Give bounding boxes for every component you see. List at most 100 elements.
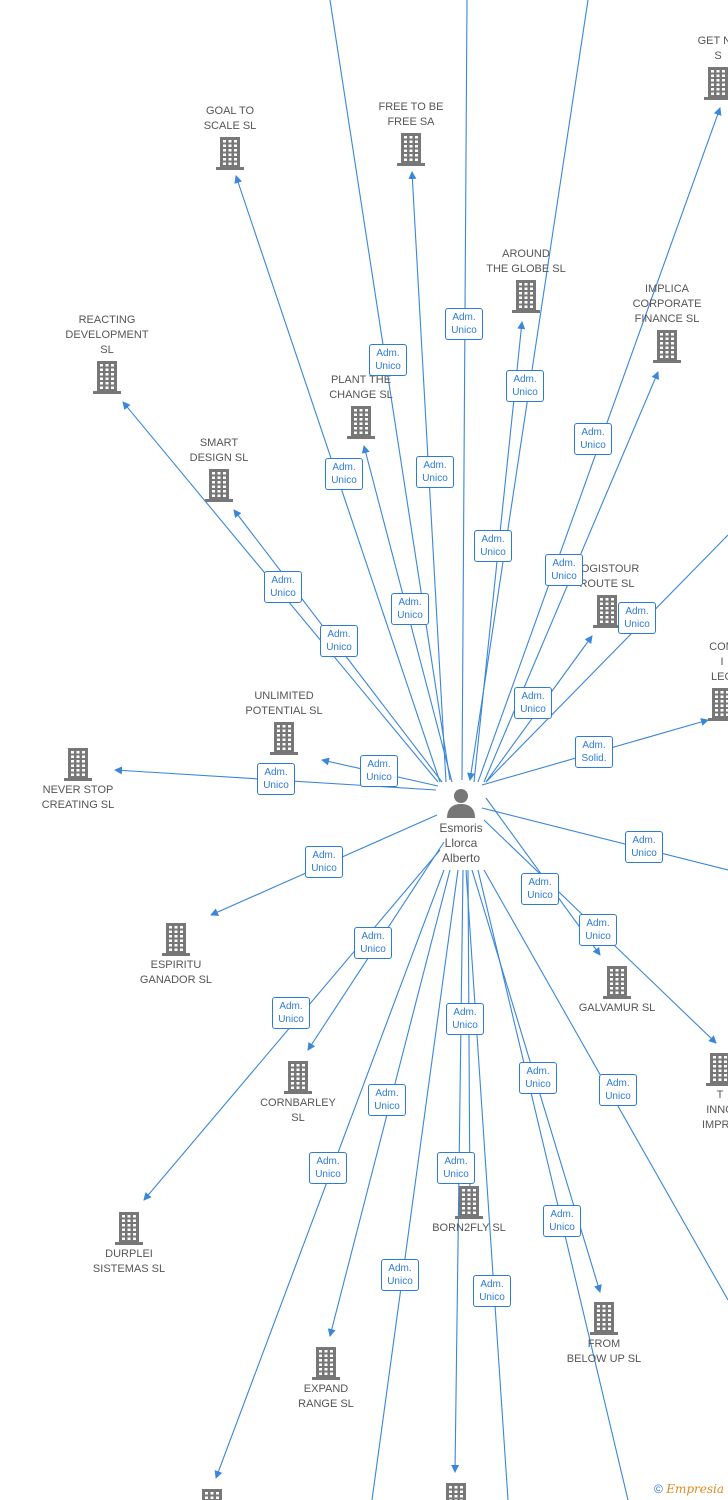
role-badge[interactable]: Adm. Unico [325,458,363,490]
company-node-smart[interactable]: SMART DESIGN SL [159,436,279,504]
role-badge[interactable]: Adm. Unico [272,997,310,1029]
edge-line [481,807,728,871]
company-node-implica[interactable]: IMPLICA CORPORATE FINANCE SL [607,282,727,365]
role-badge[interactable]: Adm. Unico [309,1152,347,1184]
building-icon [397,133,425,166]
building-icon [216,137,244,170]
role-badge[interactable]: Adm. Unico [473,1275,511,1307]
company-name: NEVER STOP CREATING SL [41,784,115,811]
building-icon [704,67,728,100]
building-icon [603,966,631,999]
building-icon [653,330,681,363]
company-node-com[interactable]: COM I LEG [662,640,728,723]
company-name: FREE TO BE FREE SA [378,101,444,128]
role-badge[interactable]: Adm. Unico [543,1205,581,1237]
role-badge[interactable]: Adm. Unico [437,1152,475,1184]
role-badge[interactable]: Adm. Unico [521,873,559,905]
company-node-logistour[interactable]: LOGISTOUR ROUTE SL [547,562,667,630]
company-name: EXPAND RANGE SL [298,1383,354,1410]
role-badge[interactable]: Adm. Unico [360,755,398,787]
edge-line [461,0,468,781]
company-node-free[interactable]: FREE TO BE FREE SA [351,100,471,168]
role-badge[interactable]: Adm. Unico [618,602,656,634]
role-badge[interactable]: Adm. Unico [574,423,612,455]
building-icon [202,1489,222,1500]
role-badge[interactable]: Adm. Unico [354,927,392,959]
building-icon [205,469,233,502]
company-name: ESPIRITU GANADOR SL [139,959,213,986]
building-icon [455,1186,483,1219]
company-node-never[interactable]: NEVER STOP CREATING SL [18,745,138,813]
company-name: LOGISTOUR ROUTE SL [574,563,640,590]
edge-line [477,869,629,1500]
company-name: DURPLEI SISTEMAS SL [92,1248,166,1275]
company-name: COM I LEG [709,641,728,683]
company-node-innov[interactable]: T INNO IMPRO [660,1050,728,1133]
role-badge[interactable]: Adm. Unico [305,846,343,878]
building-icon [284,1061,312,1094]
person-node[interactable]: Esmoris Llorca Alberto [421,785,501,866]
building-icon [312,1347,340,1380]
building-icon [512,280,540,313]
company-node-cornbarley[interactable]: CORNBARLEY SL [238,1058,358,1126]
company-name: PLANT THE CHANGE SL [329,374,393,401]
role-badge[interactable]: Adm. Unico [257,763,295,795]
role-badge[interactable]: Adm. Unico [320,625,358,657]
role-badge[interactable]: Adm. Unico [446,1003,484,1035]
company-name: UNLIMITED POTENTIAL SL [245,690,323,717]
role-badge[interactable]: Adm. Unico [514,687,552,719]
role-badge[interactable]: Adm. Unico [599,1074,637,1106]
building-icon [590,1302,618,1335]
company-name: CORNBARLEY SL [260,1097,336,1124]
company-name: BORN2FLY SL [432,1222,506,1234]
role-badge[interactable]: Adm. Solid. [575,736,613,768]
building-icon [115,1212,143,1245]
role-badge[interactable]: Adm. Unico [381,1259,419,1291]
building-icon [270,722,298,755]
role-badge[interactable]: Adm. Unico [579,914,617,946]
role-badge[interactable]: Adm. Unico [445,308,483,340]
building-icon [347,406,375,439]
role-badge[interactable]: Adm. Unico [545,554,583,586]
building-icon [446,1483,466,1500]
company-name: REACTING DEVELOPMENT SL [65,314,149,356]
company-node-frombelow[interactable]: FROM BELOW UP SL [544,1299,664,1367]
building-icon [706,1053,728,1086]
company-node-goal[interactable]: GOAL TO SCALE SL [170,104,290,172]
building-icon [93,361,121,394]
company-node-reacting[interactable]: REACTING DEVELOPMENT SL [47,313,167,396]
role-badge[interactable]: Adm. Unico [368,1084,406,1116]
company-name: IMPLICA CORPORATE FINANCE SL [632,283,702,325]
role-badge[interactable]: Adm. Unico [369,344,407,376]
company-node-expand[interactable]: EXPAND RANGE SL [266,1344,386,1412]
role-badge[interactable]: Adm. Unico [264,571,302,603]
company-node-espiritu[interactable]: ESPIRITU GANADOR SL [116,920,236,988]
role-badge[interactable]: Adm. Unico [519,1062,557,1094]
building-icon [708,688,728,721]
brand-logo: Empresia [666,1482,724,1496]
role-badge[interactable]: Adm. Unico [416,456,454,488]
building-icon [593,595,621,628]
role-badge[interactable]: Adm. Unico [625,831,663,863]
company-node-getna[interactable]: GET NA S [658,34,728,102]
role-badge[interactable]: Adm. Unico [391,593,429,625]
company-node-plant[interactable]: PLANT THE CHANGE SL [301,373,421,441]
company-node-around[interactable]: AROUND THE GLOBE SL [466,247,586,315]
role-badge[interactable]: Adm. Unico [506,370,544,402]
building-icon [162,923,190,956]
copyright-footer[interactable]: © Empresia [650,1480,728,1498]
company-name: GALVAMUR SL [578,1002,656,1014]
copyright-symbol: © [654,1482,663,1496]
company-node-bottom1[interactable] [152,1486,272,1500]
company-node-unlimited[interactable]: UNLIMITED POTENTIAL SL [224,689,344,757]
edge-line [485,534,728,783]
company-name: GOAL TO SCALE SL [203,105,257,132]
edge-line [371,869,459,1500]
role-badge[interactable]: Adm. Unico [474,530,512,562]
edge-line [329,0,451,781]
company-node-galvamur[interactable]: GALVAMUR SL [557,963,677,1016]
company-node-born2fly[interactable]: BORN2FLY SL [409,1183,529,1236]
company-node-bottom2[interactable] [396,1480,516,1500]
company-node-durplei[interactable]: DURPLEI SISTEMAS SL [69,1209,189,1277]
edge-line [465,869,509,1500]
